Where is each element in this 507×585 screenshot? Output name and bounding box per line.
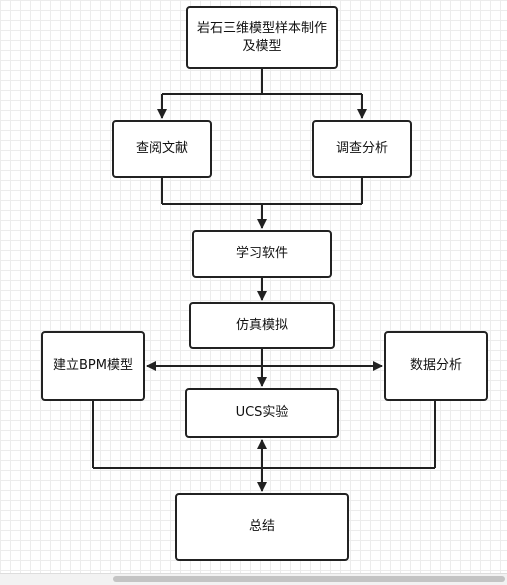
node-literature-label: 查阅文献 xyxy=(135,141,188,156)
node-bpm-model-label: 建立BPM模型 xyxy=(53,358,133,373)
node-learn-software[interactable]: 学习软件 xyxy=(192,230,332,278)
node-start-label: 岩石三维模型样本制作及模型 xyxy=(196,20,327,54)
node-simulation-label: 仿真模拟 xyxy=(235,317,288,333)
horizontal-scrollbar[interactable] xyxy=(0,573,507,585)
node-bpm-model[interactable]: 建立BPM模型 xyxy=(41,331,145,401)
node-ucs-experiment-label: UCS实验 xyxy=(235,405,289,420)
scrollbar-thumb[interactable] xyxy=(113,576,505,582)
node-simulation[interactable]: 仿真模拟 xyxy=(189,302,335,349)
node-survey[interactable]: 调查分析 xyxy=(312,120,412,178)
node-start[interactable]: 岩石三维模型样本制作及模型 xyxy=(186,6,338,69)
node-ucs-experiment[interactable]: UCS实验 xyxy=(185,388,339,438)
node-data-analysis-label: 数据分析 xyxy=(409,358,462,373)
node-learn-software-label: 学习软件 xyxy=(235,246,288,261)
node-summary[interactable]: 总结 xyxy=(175,493,349,561)
node-summary-label: 总结 xyxy=(248,519,275,534)
node-data-analysis[interactable]: 数据分析 xyxy=(384,331,488,401)
node-survey-label: 调查分析 xyxy=(335,141,388,156)
node-literature[interactable]: 查阅文献 xyxy=(112,120,212,178)
